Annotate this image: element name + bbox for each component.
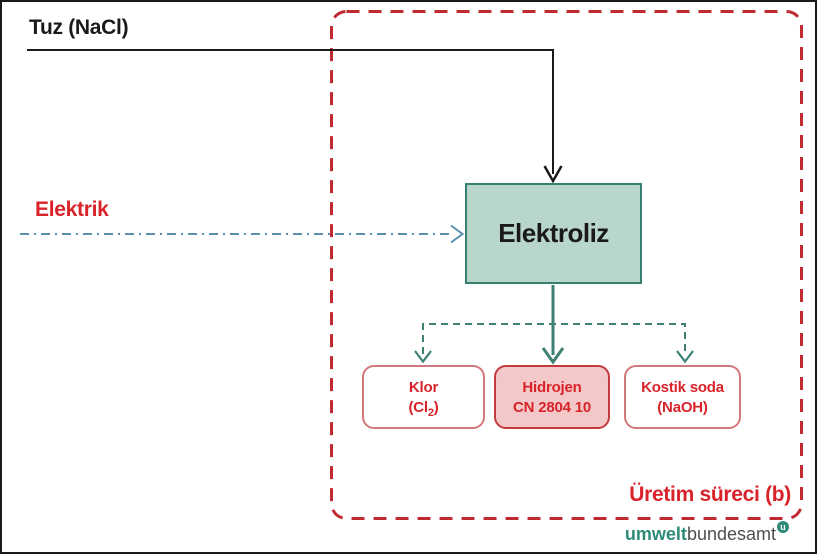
hydrogen-arrowhead-icon	[541, 347, 565, 365]
chlorine-formula-suffix: )	[433, 399, 439, 416]
caustic-soda-output-box: Kostik soda (NaOH)	[624, 365, 741, 429]
salt-label: Tuz (NaCl)	[29, 16, 129, 39]
hydrogen-output-box: Hidrojen CN 2804 10	[494, 365, 610, 429]
electricity-arrowhead-icon	[450, 224, 465, 244]
hydrogen-name: Hidrojen	[522, 379, 582, 396]
process-boundary-outline	[330, 10, 803, 520]
electrolysis-box-label: Elektroliz	[498, 218, 609, 248]
chlorine-formula-subscript: 2	[427, 407, 434, 419]
boundary-label: Üretim süreci (b)	[629, 483, 791, 506]
chlorine-arrowhead-icon	[414, 350, 432, 364]
byproduct-branch-line	[422, 323, 686, 354]
electrolysis-box: Elektroliz	[465, 183, 642, 284]
caustic-arrowhead-icon	[676, 350, 694, 364]
logo-regular-part: bundesamt	[686, 524, 776, 544]
chlorine-output-box: Klor (Cl2)	[362, 365, 485, 429]
electricity-label: Elektrik	[35, 198, 109, 221]
salt-flow-line	[27, 49, 554, 174]
caustic-soda-name: Kostik soda	[641, 379, 724, 396]
salt-flow-arrowhead-icon	[543, 165, 563, 184]
chlorine-formula: (Cl2)	[364, 398, 483, 423]
chlorine-formula-prefix: (Cl	[408, 399, 428, 416]
hydrogen-code: CN 2804 10	[512, 399, 592, 416]
logo-bold-part: umwelt	[624, 524, 687, 544]
chlorine-name: Klor	[408, 379, 439, 396]
logo-mark-icon: u	[777, 521, 789, 533]
caustic-soda-formula: (NaOH)	[657, 399, 708, 416]
